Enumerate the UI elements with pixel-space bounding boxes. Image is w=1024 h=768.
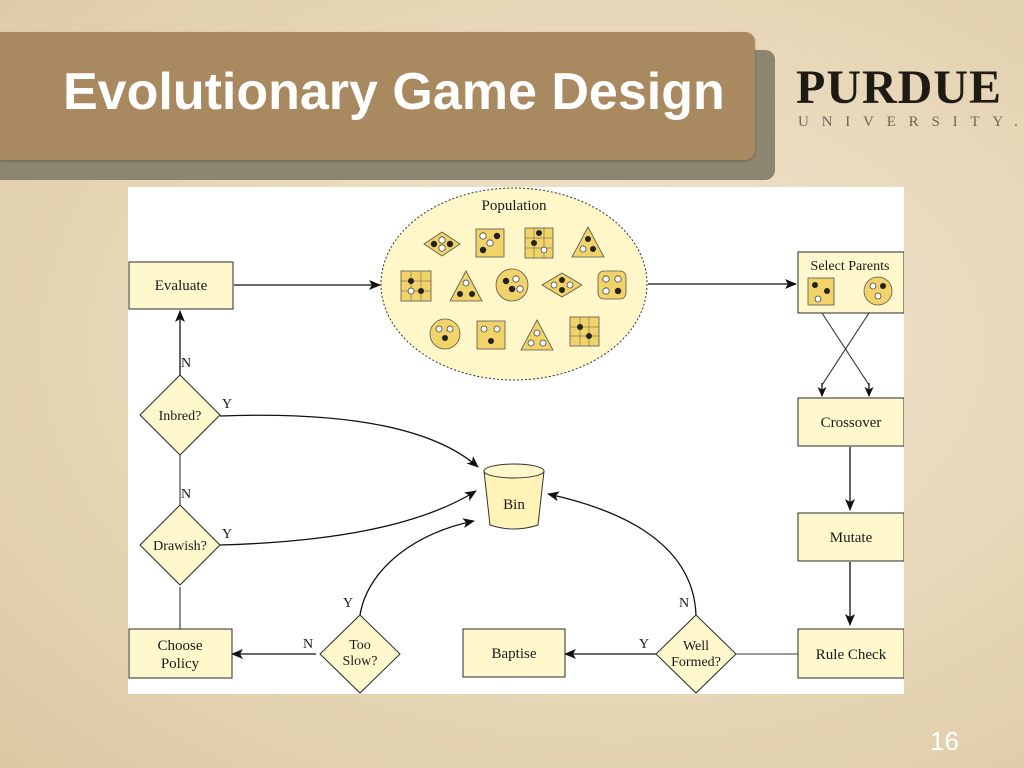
logo-wordmark: PURDUE bbox=[796, 61, 1002, 114]
too-slow-label-line1: Too bbox=[349, 638, 371, 653]
baptise-box bbox=[462, 628, 566, 678]
too-slow-yes-label: Y bbox=[343, 596, 353, 611]
evaluate-box bbox=[128, 261, 234, 310]
title-bar bbox=[0, 32, 755, 160]
baptise-label: Baptise bbox=[492, 646, 537, 662]
arrow-wellformed-to-bin bbox=[547, 491, 697, 616]
line-cross-b bbox=[821, 312, 870, 386]
too-slow-label-line2: Slow? bbox=[343, 654, 378, 669]
well-formed-label-line1: Well bbox=[683, 639, 709, 654]
well-formed-diamond bbox=[655, 614, 737, 694]
choose-policy-box bbox=[128, 628, 233, 679]
mutate-label: Mutate bbox=[830, 530, 873, 546]
rule-check-box bbox=[797, 628, 904, 679]
population-label: Population bbox=[481, 198, 547, 214]
board-icon-group bbox=[400, 226, 627, 351]
inbred-diamond bbox=[139, 374, 221, 456]
drawish-label: Drawish? bbox=[153, 539, 207, 554]
page-number: 16 bbox=[930, 726, 959, 756]
crossover-box bbox=[797, 397, 904, 447]
choose-policy-label-line2: Policy bbox=[161, 656, 200, 672]
inbred-no-label: N bbox=[181, 356, 191, 371]
arrow-tooslow-to-bin bbox=[359, 518, 475, 616]
well-formed-label-line2: Formed? bbox=[671, 655, 721, 670]
arrow-drawish-to-bin bbox=[219, 490, 477, 546]
parent-board-icons bbox=[807, 276, 893, 306]
drawish-yes-label: Y bbox=[222, 527, 232, 542]
inbred-yes-label: Y bbox=[222, 397, 232, 412]
too-slow-diamond bbox=[319, 614, 401, 694]
inbred-label: Inbred? bbox=[159, 409, 202, 424]
drawish-no-label: N bbox=[181, 487, 191, 502]
purdue-logo: PURDUE UNIVERSITY. bbox=[796, 60, 1018, 140]
crossover-label: Crossover bbox=[821, 415, 882, 431]
well-formed-no-label: N bbox=[679, 596, 689, 611]
flow-diagram: Population bbox=[128, 187, 904, 694]
mutate-box bbox=[797, 512, 904, 562]
arrow-inbred-to-bin bbox=[219, 414, 479, 468]
logo-subtitle: UNIVERSITY. bbox=[798, 114, 1024, 130]
rule-check-label: Rule Check bbox=[816, 647, 887, 663]
slide-title: Evolutionary Game Design bbox=[63, 63, 725, 121]
too-slow-no-label: N bbox=[303, 637, 313, 652]
bin-label: Bin bbox=[503, 497, 525, 513]
well-formed-yes-label: Y bbox=[639, 637, 649, 652]
drawish-diamond bbox=[139, 504, 221, 586]
bin-cylinder bbox=[483, 463, 545, 530]
choose-policy-label-line1: Choose bbox=[158, 638, 203, 654]
select-parents-label: Select Parents bbox=[811, 259, 890, 274]
evaluate-label: Evaluate bbox=[155, 278, 208, 294]
